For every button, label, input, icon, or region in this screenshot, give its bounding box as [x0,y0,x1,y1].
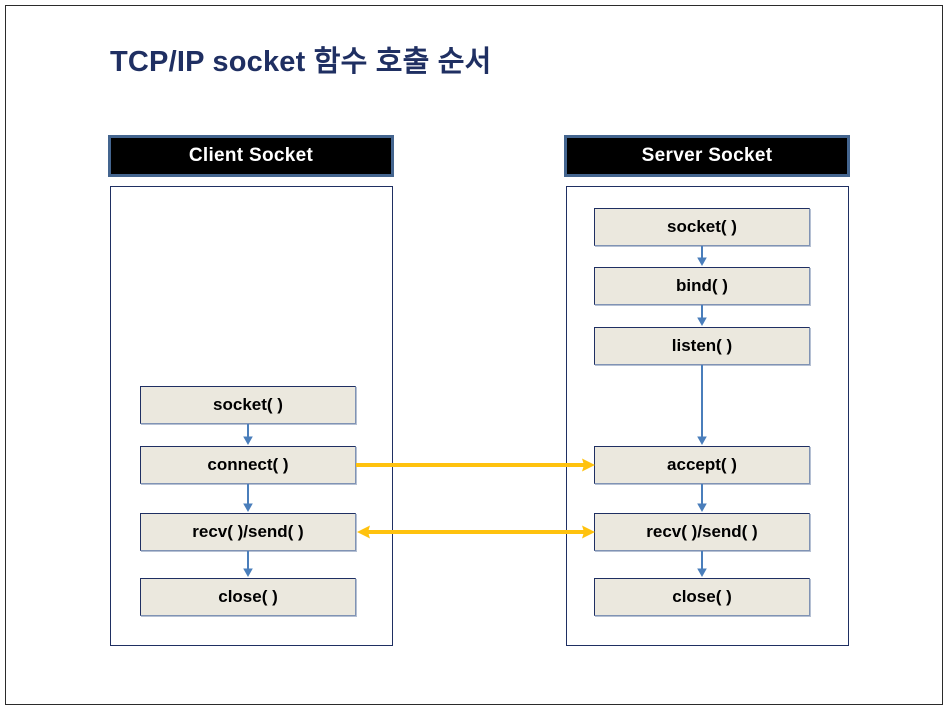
server-step-accept[interactable]: accept( ) [594,446,810,484]
client-socket-header: Client Socket [108,135,394,177]
client-step-connect[interactable]: connect( ) [140,446,356,484]
client-step-recv-send[interactable]: recv( )/send( ) [140,513,356,551]
server-step-socket[interactable]: socket( ) [594,208,810,246]
client-step-socket[interactable]: socket( ) [140,386,356,424]
server-socket-container [566,186,849,646]
server-socket-header: Server Socket [564,135,850,177]
client-step-close[interactable]: close( ) [140,578,356,616]
server-step-bind[interactable]: bind( ) [594,267,810,305]
server-step-close[interactable]: close( ) [594,578,810,616]
page-title: TCP/IP socket 함수 호출 순서 [110,46,492,78]
server-step-recv-send[interactable]: recv( )/send( ) [594,513,810,551]
server-step-listen[interactable]: listen( ) [594,327,810,365]
